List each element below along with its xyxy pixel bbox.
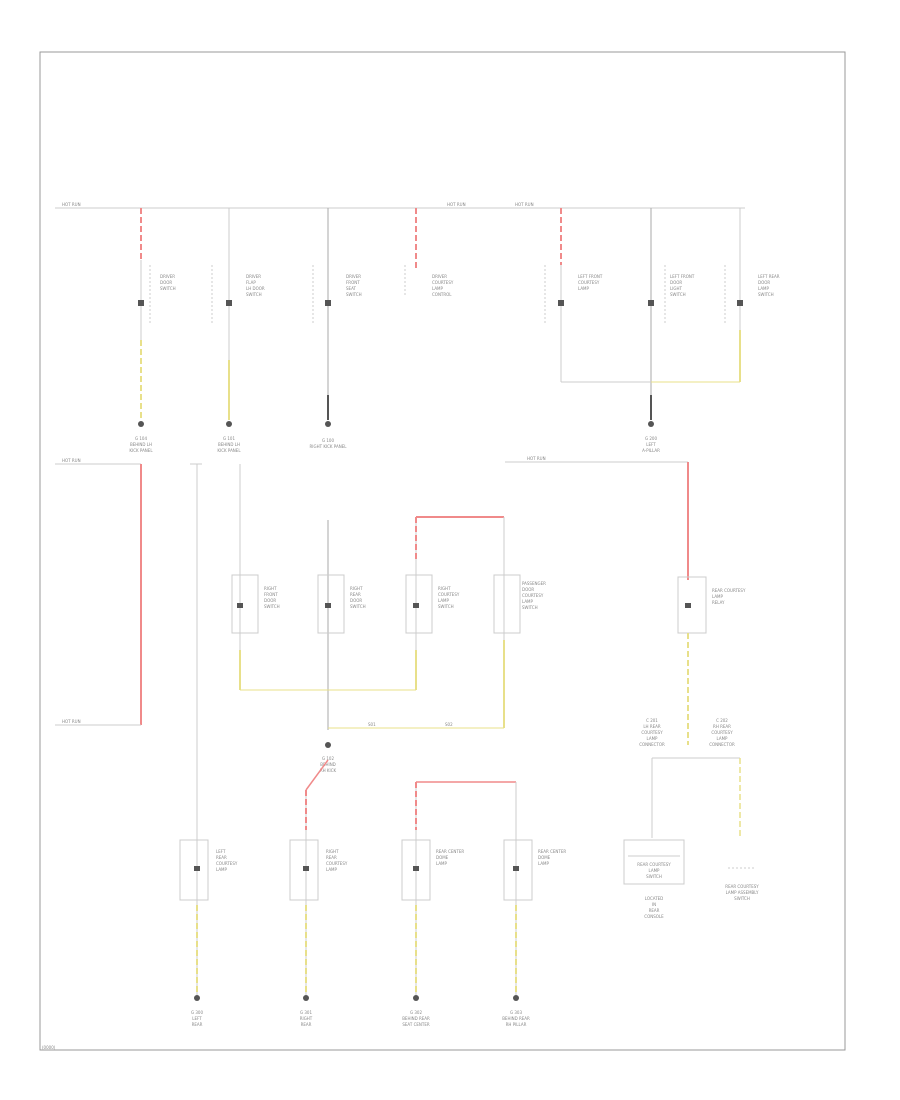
mid-bus-left: HOT RUN HOT RUN [55, 458, 142, 726]
top-bus-label-1: HOT RUN [62, 202, 81, 207]
svg-text:S01: S01 [368, 722, 376, 727]
svg-text:S02: S02 [445, 722, 453, 727]
svg-text:HOT RUN: HOT RUN [62, 719, 81, 724]
svg-text:HOT RUN: HOT RUN [527, 456, 546, 461]
mid-bus-right: HOT RUN [505, 456, 689, 580]
top-bus: HOT RUN HOT RUN HOT RUN [55, 202, 745, 209]
top-bus-label-2: HOT RUN [447, 202, 466, 207]
footer-code: (0000) [42, 1045, 56, 1050]
splice-line: S01 S02 [328, 722, 504, 729]
diagram-frame [39, 51, 846, 1051]
svg-text:HOT RUN: HOT RUN [62, 458, 81, 463]
top-bus-label-3: HOT RUN [515, 202, 534, 207]
